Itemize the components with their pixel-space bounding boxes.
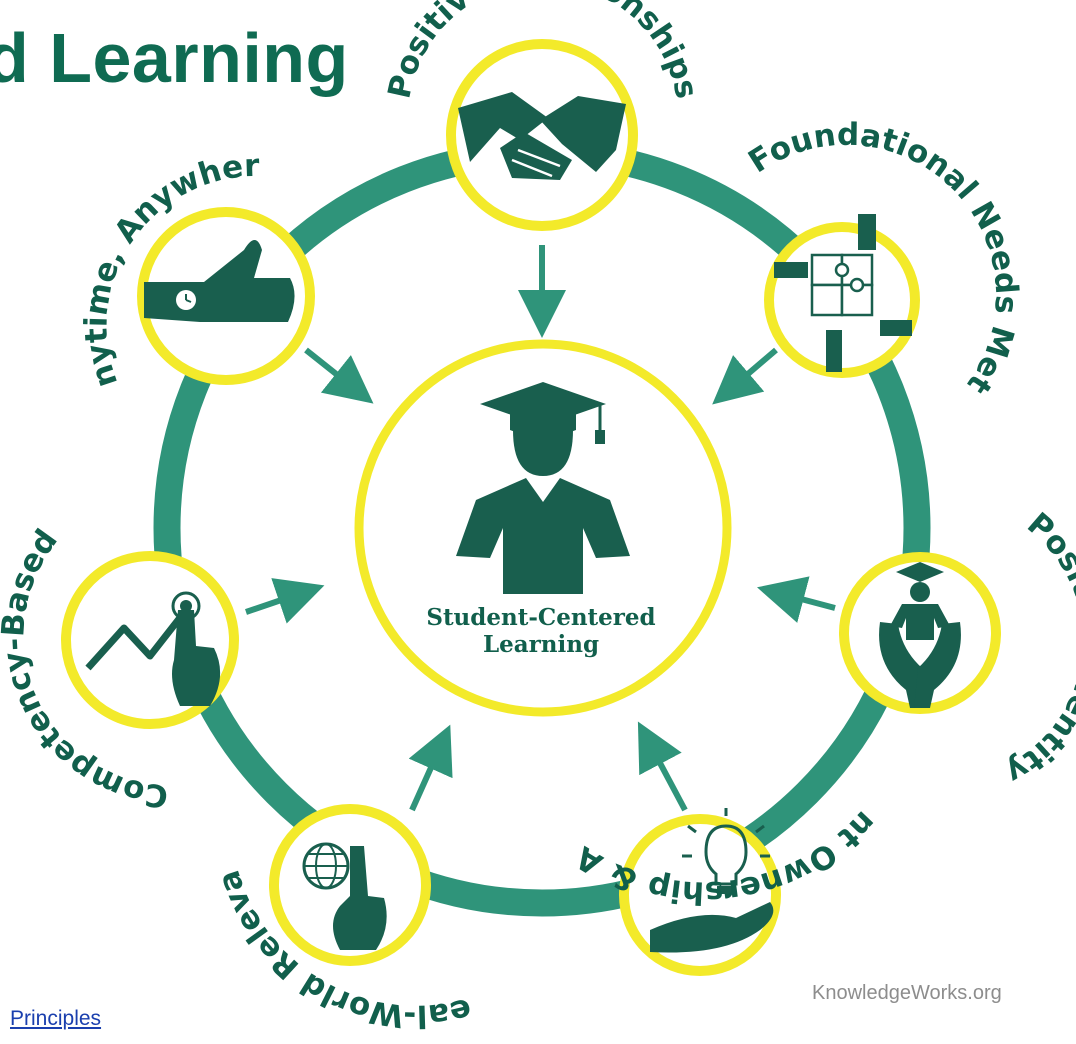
center-hub: Student-Centered Learning: [354, 339, 732, 717]
globe-pointer-icon: [302, 842, 387, 950]
center-label-line2: Learning: [483, 631, 599, 658]
node-label: Positive Identity: [1000, 506, 1076, 791]
node-circle: [446, 39, 638, 231]
node-competency-based: Competency-Based: [0, 523, 239, 814]
credit-text: KnowledgeWorks.org: [812, 982, 1002, 1004]
node-positive-identity: Positive Identity: [839, 506, 1076, 791]
principles-link[interactable]: Principles: [10, 1007, 102, 1030]
graduate-icon: [456, 382, 630, 594]
wrist-watch-icon: [144, 240, 295, 322]
growth-chart-icon: [85, 591, 221, 706]
lightbulb-hand-icon: [650, 808, 774, 953]
page-title: d Learning: [0, 19, 349, 97]
hands-holding-graduate-icon: [879, 562, 961, 708]
arrow-foundational: [712, 347, 778, 405]
puzzle-hands-icon: [774, 214, 912, 372]
handshake-icon: [458, 92, 626, 180]
node-anytime-anywhere: Anytime, Anywhere: [0, 0, 315, 392]
arrow-identity: [757, 576, 836, 623]
arrow-ownership: [637, 721, 688, 812]
arrows: [245, 245, 836, 812]
arrow-competency: [245, 578, 325, 624]
center-label-line1: Student-Centered: [426, 604, 655, 631]
node-foundational-needs-met: Foundational Needs Met: [742, 117, 1024, 401]
arrow-real-world: [408, 724, 453, 812]
arrow-anytime: [304, 347, 374, 404]
node-positive-relationships: Positive Relationships: [381, 0, 705, 231]
